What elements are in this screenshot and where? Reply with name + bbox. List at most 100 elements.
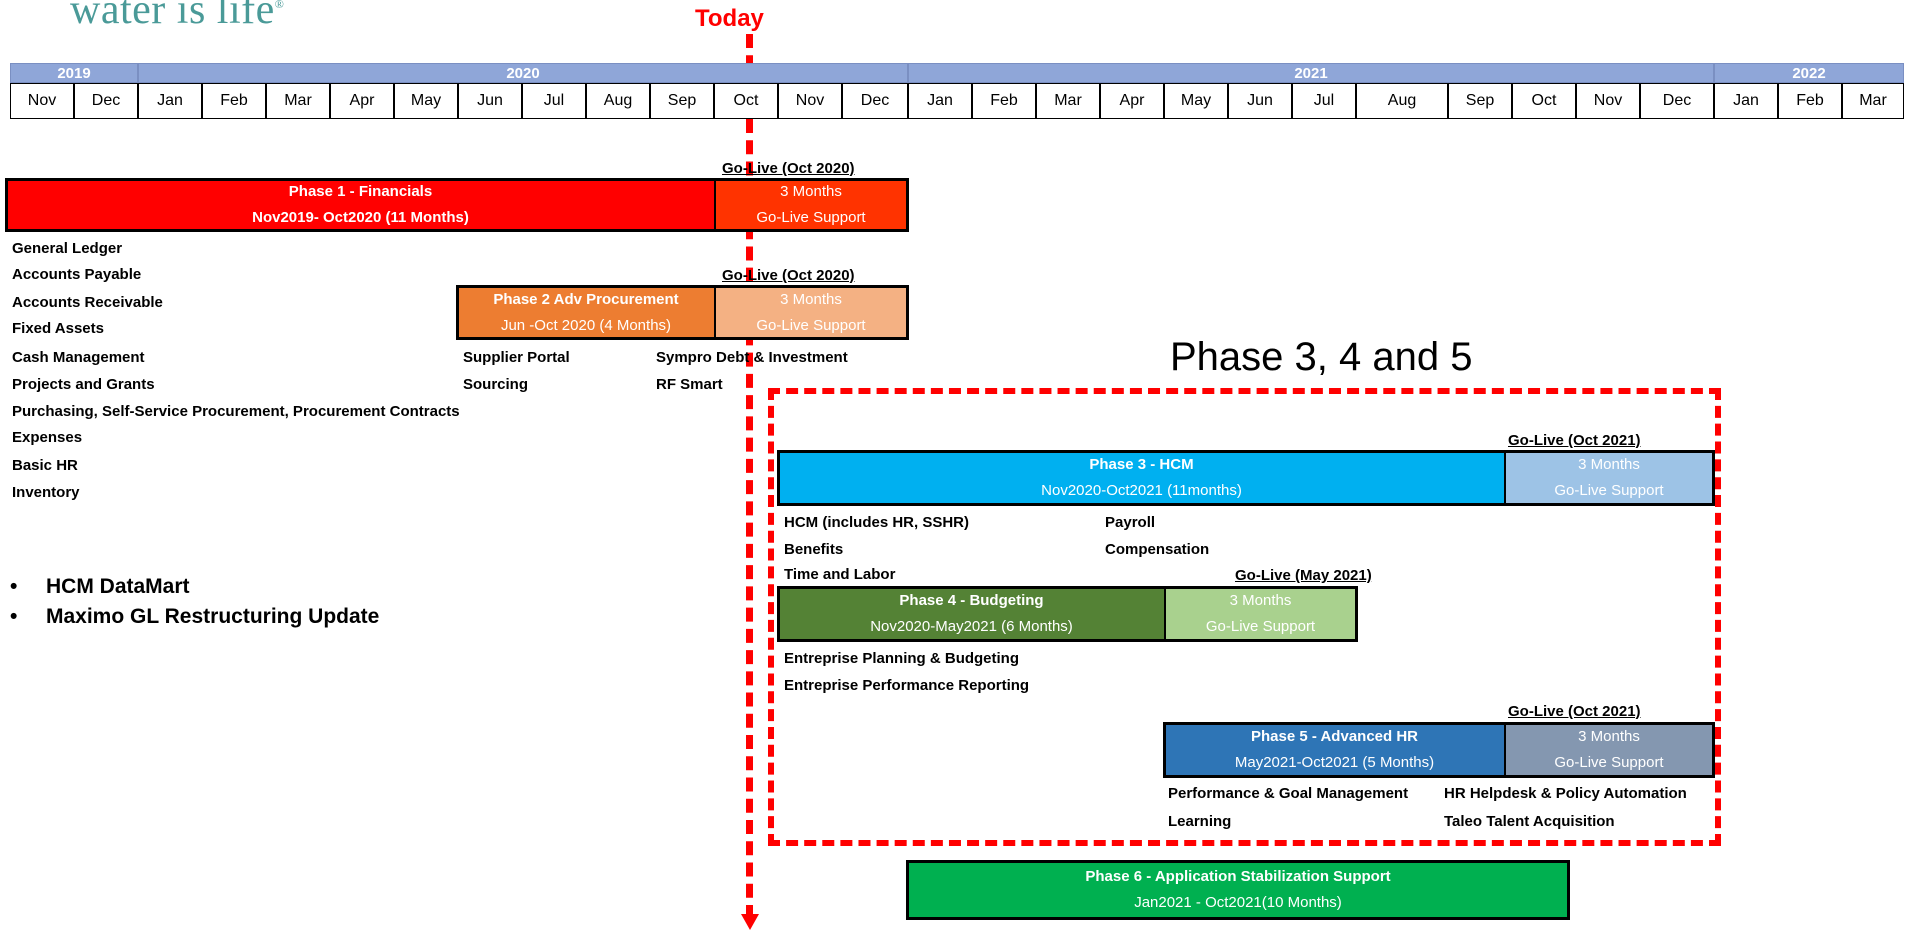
phase1-item: Projects and Grants	[12, 376, 155, 393]
phase1-item: General Ledger	[12, 240, 123, 257]
phase1-item: Inventory	[12, 484, 80, 501]
phase2-item: RF Smart	[656, 376, 723, 393]
phase4-support-title: 3 Months	[1229, 592, 1292, 609]
phase4-support-sub: Go-Live Support	[1205, 618, 1316, 635]
year-2022: 2022	[1714, 63, 1904, 83]
year-2019: 2019	[10, 63, 138, 83]
phase3-support-sub: Go-Live Support	[1554, 482, 1664, 499]
phase345-box	[768, 388, 1721, 846]
phase1-item: Accounts Receivable	[12, 294, 163, 311]
phase5-item: Learning	[1168, 813, 1232, 830]
phase5-item: Performance & Goal Management	[1168, 785, 1409, 802]
phase4-golive: Go-Live (May 2021)	[1235, 567, 1372, 584]
phase3-dates: Nov2020-Oct2021 (11months)	[1041, 482, 1242, 499]
month-cell: Dec	[1640, 83, 1714, 119]
phase1-title: Phase 1 - Financials	[288, 183, 433, 200]
phase4-item: Entreprise Performance Reporting	[784, 677, 1030, 694]
bullet-text: HCM DataMart	[46, 575, 190, 598]
month-cell: Feb	[1778, 83, 1842, 119]
month-cell: May	[394, 83, 458, 119]
phase3-item: Time and Labor	[784, 566, 896, 583]
phase2-support-title: 3 Months	[780, 290, 842, 308]
phase3-item: Compensation	[1105, 541, 1210, 558]
bullet-text: Maximo GL Restructuring Update	[46, 605, 380, 628]
month-cell: Nov	[778, 83, 842, 119]
phase1-dates: Nov2019- Oct2020 (11 Months)	[252, 209, 469, 226]
bullet-icon: •	[10, 575, 18, 598]
phase2-dates: Jun -Oct 2020 (4 Months)	[500, 316, 672, 334]
logo-text: water is life	[70, 0, 275, 33]
phase3-item: Benefits	[784, 541, 844, 558]
phase5-support-sub: Go-Live Support	[1554, 754, 1664, 771]
year-2020: 2020	[138, 63, 908, 83]
phase2-item: Sympro Debt & Investment	[656, 349, 848, 366]
month-cell: Jun	[458, 83, 522, 119]
month-cell: Jan	[138, 83, 202, 119]
month-cell: Dec	[842, 83, 908, 119]
month-cell: Aug	[1356, 83, 1448, 119]
phase5-item: Taleo Talent Acquisition	[1444, 813, 1615, 830]
month-cell: Nov	[1576, 83, 1640, 119]
month-cell: Sep	[650, 83, 714, 119]
phase5-item: HR Helpdesk & Policy Automation	[1444, 785, 1687, 802]
year-2021: 2021	[908, 63, 1714, 83]
phase6-bar: Phase 6 - Application Stabilization Supp…	[906, 860, 1570, 920]
phase1-support: 3 Months Go-Live Support	[714, 181, 906, 229]
month-cell: Mar	[1036, 83, 1100, 119]
phase4-dates: Nov2020-May2021 (6 Months)	[870, 618, 1073, 635]
today-line	[746, 34, 753, 919]
phase2-item: Sourcing	[463, 376, 529, 393]
month-cell: Feb	[202, 83, 266, 119]
phase1-item: Expenses	[12, 429, 83, 446]
month-cell: Apr	[1100, 83, 1164, 119]
phase1-item: Basic HR	[12, 457, 78, 474]
month-cell: Jan	[1714, 83, 1778, 119]
month-cell: Oct	[1512, 83, 1576, 119]
phase4-label: Phase 4 - Budgeting Nov2020-May2021 (6 M…	[780, 589, 1163, 639]
phase3-support-title: 3 Months	[1578, 456, 1640, 473]
bullet-icon: •	[10, 605, 18, 628]
month-cell: Apr	[330, 83, 394, 119]
month-cell: Aug	[586, 83, 650, 119]
month-cell: Oct	[714, 83, 778, 119]
month-cell: Mar	[1842, 83, 1904, 119]
phase345-title: Phase 3, 4 and 5	[1170, 335, 1473, 379]
today-label: Today	[695, 5, 764, 32]
phase5-title: Phase 5 - Advanced HR	[1251, 728, 1418, 745]
phase1-item: Purchasing, Self-Service Procurement, Pr…	[12, 403, 460, 420]
logo: water is life®	[70, 0, 284, 34]
phase2-item: Supplier Portal	[463, 349, 570, 366]
phase4-item: Entreprise Planning & Budgeting	[784, 650, 1020, 667]
phase5-support-title: 3 Months	[1578, 728, 1640, 745]
phase3-item: HCM (includes HR, SSHR)	[784, 514, 970, 531]
phase2-title: Phase 2 Adv Procurement	[493, 290, 679, 308]
phase5-label: Phase 5 - Advanced HR May2021-Oct2021 (5…	[1166, 725, 1503, 775]
month-cell: Jun	[1228, 83, 1292, 119]
registered-mark: ®	[274, 0, 285, 11]
phase1-label: Phase 1 - Financials Nov2019- Oct2020 (1…	[8, 181, 713, 229]
phase1-support-title: 3 Months	[780, 183, 842, 200]
month-cell: Feb	[972, 83, 1036, 119]
phase1-support-sub: Go-Live Support	[756, 209, 866, 226]
bullet-item: • HCM DataMart	[10, 575, 379, 599]
bullet-list: • HCM DataMart • Maximo GL Restructuring U…	[10, 575, 379, 635]
month-cell: Mar	[266, 83, 330, 119]
month-cell: Jul	[1292, 83, 1356, 119]
phase3-support: 3 Months Go-Live Support	[1504, 453, 1712, 503]
month-cell: Jan	[908, 83, 972, 119]
month-cell: Jul	[522, 83, 586, 119]
phase2-support: 3 Months Go-Live Support	[714, 288, 906, 337]
month-cell: May	[1164, 83, 1228, 119]
today-arrow-icon	[741, 914, 759, 930]
phase2-golive: Go-Live (Oct 2020)	[722, 267, 855, 284]
phase3-label: Phase 3 - HCM Nov2020-Oct2021 (11months)	[780, 453, 1503, 503]
phase4-title: Phase 4 - Budgeting	[899, 592, 1044, 609]
phase6-dates: Jan2021 - Oct2021(10 Months)	[1134, 894, 1342, 911]
phase1-golive: Go-Live (Oct 2020)	[722, 160, 855, 177]
phase3-title: Phase 3 - HCM	[1089, 456, 1194, 473]
phase1-item: Cash Management	[12, 349, 145, 366]
month-cell: Dec	[74, 83, 138, 119]
phase1-item: Accounts Payable	[12, 266, 142, 283]
phase5-golive: Go-Live (Oct 2021)	[1508, 703, 1641, 720]
month-cell: Nov	[10, 83, 74, 119]
